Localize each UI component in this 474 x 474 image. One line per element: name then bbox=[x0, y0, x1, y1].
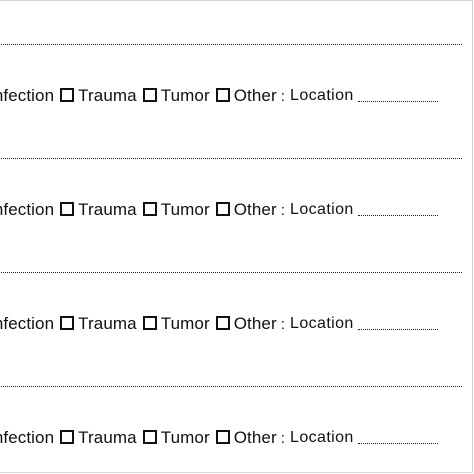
option-label-other: Other bbox=[233, 86, 277, 105]
dotted-answer-line[interactable] bbox=[0, 272, 462, 273]
checkbox-trauma[interactable] bbox=[60, 88, 75, 102]
location-label: Location bbox=[290, 429, 354, 446]
cause-options-row: Infection Trauma Tumor Other : Location bbox=[0, 85, 438, 107]
dotted-answer-line[interactable] bbox=[0, 386, 462, 387]
checkbox-other[interactable] bbox=[215, 430, 230, 444]
checkbox-trauma[interactable] bbox=[60, 202, 75, 216]
location-dotted-field[interactable] bbox=[357, 328, 438, 330]
location-label: Location bbox=[290, 315, 354, 332]
location-dotted-field[interactable] bbox=[357, 100, 438, 102]
option-label-trauma: Trauma bbox=[78, 86, 137, 105]
option-label-tumor: Tumor bbox=[160, 428, 210, 447]
option-label-other: Other bbox=[233, 428, 277, 447]
option-label-infection: Infection bbox=[0, 86, 55, 105]
option-label-other: Other bbox=[233, 200, 277, 219]
option-label-infection: Infection bbox=[0, 200, 55, 219]
cause-options-row: Infection Trauma Tumor Other : Location bbox=[0, 313, 438, 335]
location-label: Location bbox=[290, 201, 354, 218]
checkbox-trauma[interactable] bbox=[60, 316, 75, 330]
form-record-1: Infection Trauma Tumor Other : Location bbox=[0, 1, 474, 115]
cause-options-row: Infection Trauma Tumor Other : Location bbox=[0, 199, 438, 221]
checkbox-other[interactable] bbox=[215, 316, 230, 330]
option-label-tumor: Tumor bbox=[160, 314, 210, 333]
form-record-4: Infection Trauma Tumor Other : Location bbox=[0, 343, 474, 457]
checkbox-trauma[interactable] bbox=[60, 430, 75, 444]
checkbox-tumor[interactable] bbox=[142, 202, 157, 216]
location-label: Location bbox=[290, 87, 354, 104]
colon-separator: : bbox=[280, 429, 286, 447]
colon-separator: : bbox=[280, 315, 286, 333]
form-record-2: Infection Trauma Tumor Other : Location bbox=[0, 115, 474, 229]
location-dotted-field[interactable] bbox=[357, 442, 438, 444]
checkbox-tumor[interactable] bbox=[142, 316, 157, 330]
option-label-trauma: Trauma bbox=[78, 428, 137, 447]
checkbox-other[interactable] bbox=[215, 88, 230, 102]
option-label-trauma: Trauma bbox=[78, 200, 137, 219]
dotted-answer-line[interactable] bbox=[0, 158, 462, 159]
dotted-answer-line[interactable] bbox=[0, 44, 462, 45]
colon-separator: : bbox=[280, 201, 286, 219]
colon-separator: : bbox=[280, 87, 286, 105]
checkbox-other[interactable] bbox=[215, 202, 230, 216]
option-label-other: Other bbox=[233, 314, 277, 333]
option-label-infection: Infection bbox=[0, 428, 55, 447]
location-dotted-field[interactable] bbox=[357, 214, 438, 216]
option-label-tumor: Tumor bbox=[160, 86, 210, 105]
checkbox-tumor[interactable] bbox=[142, 430, 157, 444]
cause-options-row: Infection Trauma Tumor Other : Location bbox=[0, 427, 438, 449]
form-record-3: Infection Trauma Tumor Other : Location bbox=[0, 229, 474, 343]
option-label-tumor: Tumor bbox=[160, 200, 210, 219]
option-label-infection: Infection bbox=[0, 314, 55, 333]
option-label-trauma: Trauma bbox=[78, 314, 137, 333]
checkbox-tumor[interactable] bbox=[142, 88, 157, 102]
